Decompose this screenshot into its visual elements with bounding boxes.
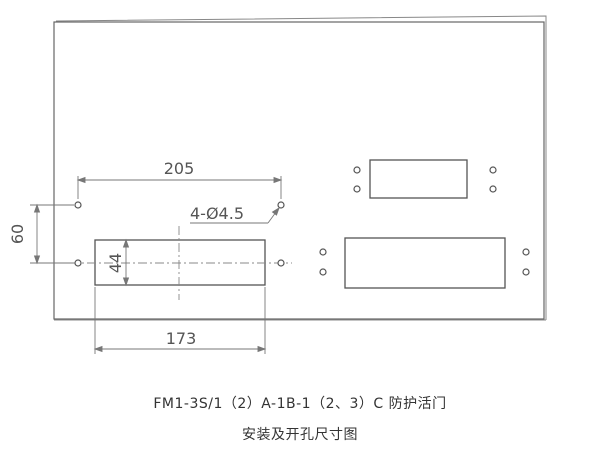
dimension-60-label: 60 xyxy=(8,224,27,244)
cutout-left xyxy=(94,239,266,286)
mounting-holes-upper-right xyxy=(353,166,497,193)
dimension-173-label: 173 xyxy=(166,329,197,348)
center-lines xyxy=(70,226,292,300)
panel-plate xyxy=(53,15,547,321)
hole-top-left xyxy=(74,201,82,209)
caption-subtitle: 安装及开孔尺寸图 xyxy=(242,427,358,443)
cutout-upper-right xyxy=(369,159,468,199)
hole-bottom-left xyxy=(74,259,82,267)
caption-title: FM1-3S/1（2）A-1B-1（2、3）C 防护活门 xyxy=(153,396,447,412)
hole-top-right xyxy=(277,201,285,209)
hole-callout-leader xyxy=(190,206,280,224)
hole-callout-label: 4-Ø4.5 xyxy=(190,204,244,223)
dimension-173 xyxy=(93,287,267,354)
dimension-44-label: 44 xyxy=(106,253,125,273)
dimension-205 xyxy=(76,176,283,199)
hole-bottom-right xyxy=(277,259,285,267)
dimension-44 xyxy=(122,238,130,287)
dimension-205-label: 205 xyxy=(164,159,195,178)
mounting-holes-left xyxy=(74,201,285,267)
mounting-holes-lower-right xyxy=(319,248,530,276)
dimension-60 xyxy=(30,203,74,265)
cutout-lower-right xyxy=(344,237,506,289)
